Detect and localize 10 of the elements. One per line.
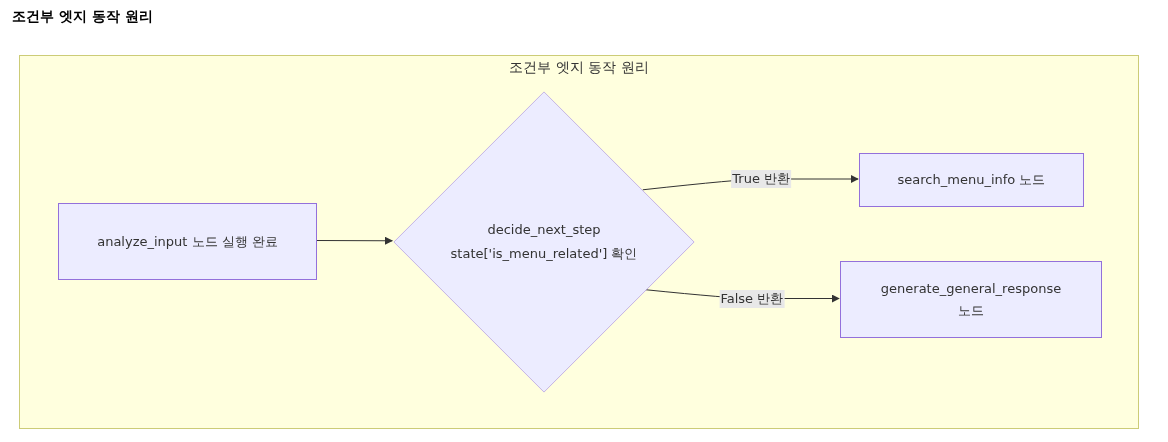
decision-text: decide_next_step: [487, 221, 601, 239]
process-box: analyze_input 노드 실행 완료: [58, 203, 317, 280]
group-label: 조건부 엣지 동작 원리: [508, 59, 650, 77]
arrow: [315, 236, 393, 245]
process-box: search_menu_info 노드: [859, 153, 1084, 207]
edge-label: True 반환: [731, 170, 791, 188]
decision-text: state['is_menu_related'] 확인: [450, 245, 638, 263]
group-container: [19, 55, 1139, 429]
process-box: generate_general_response 노드: [840, 261, 1102, 338]
diagram-title: 조건부 엣지 동작 원리: [12, 8, 153, 26]
